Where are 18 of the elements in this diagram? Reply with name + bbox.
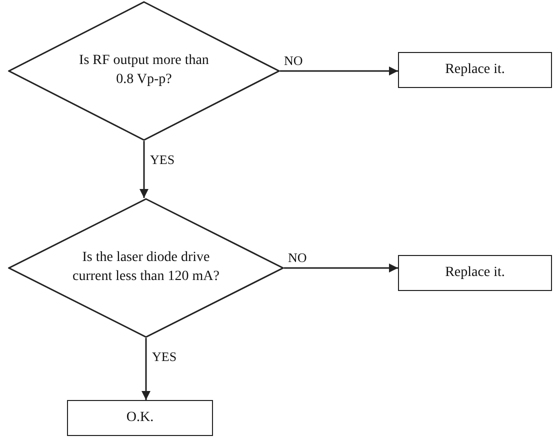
arrow — [140, 141, 148, 198]
process-box — [67, 400, 213, 436]
edge-label: YES — [150, 350, 179, 364]
edge-label: NO — [282, 54, 305, 68]
node-text: Is the laser diode drive current less than 120 mA? — [72, 249, 220, 286]
node-text: Replace it. — [445, 60, 505, 79]
node-text: O.K. — [126, 408, 154, 427]
process-box — [398, 255, 552, 291]
arrow — [280, 66, 398, 76]
edge-label: NO — [286, 251, 309, 266]
node-text: Is RF output more than 0.8 Vp-p? — [78, 52, 210, 89]
arrow — [284, 264, 398, 272]
arrow — [142, 338, 150, 400]
edge-label: YES — [148, 153, 177, 168]
decision-diamond — [8, 1, 280, 141]
decision-diamond — [8, 198, 284, 338]
process-box — [398, 52, 552, 88]
node-text: Replace it. — [445, 264, 505, 282]
